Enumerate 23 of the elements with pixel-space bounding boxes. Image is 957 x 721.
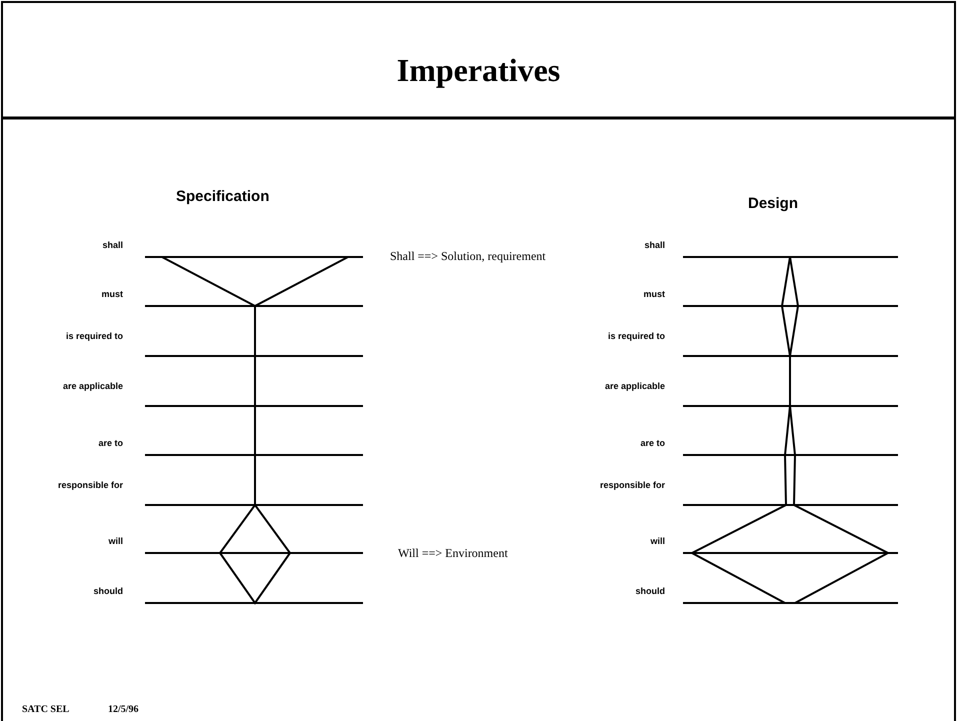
- note-text: Shall ==> Solution, requirement: [390, 249, 546, 264]
- scale-label: must: [100, 289, 123, 299]
- footer-text: SATC SEL: [22, 704, 70, 715]
- panel-title: Design: [748, 195, 798, 212]
- scale-label: will: [649, 536, 665, 546]
- scale-label: responsible for: [56, 480, 123, 490]
- scale-label: should: [92, 586, 123, 596]
- scale-label: shall: [643, 240, 665, 250]
- slide-title: Imperatives: [396, 52, 562, 89]
- scale-label: are applicable: [604, 381, 665, 391]
- scale-label: is required to: [64, 331, 123, 341]
- scale-label: are to: [97, 438, 123, 448]
- scale-label: must: [642, 289, 665, 299]
- scale-label: are to: [639, 438, 665, 448]
- footer-date: 12/5/96: [108, 704, 139, 715]
- scale-label: should: [634, 586, 665, 596]
- panel-title: Specification: [176, 188, 270, 205]
- scale-label: shall: [101, 240, 123, 250]
- scale-label: responsible for: [598, 480, 665, 490]
- scale-label: will: [107, 536, 123, 546]
- scale-label: is required to: [606, 331, 665, 341]
- note-text: Will ==> Environment: [398, 546, 508, 561]
- scale-label: are applicable: [62, 381, 123, 391]
